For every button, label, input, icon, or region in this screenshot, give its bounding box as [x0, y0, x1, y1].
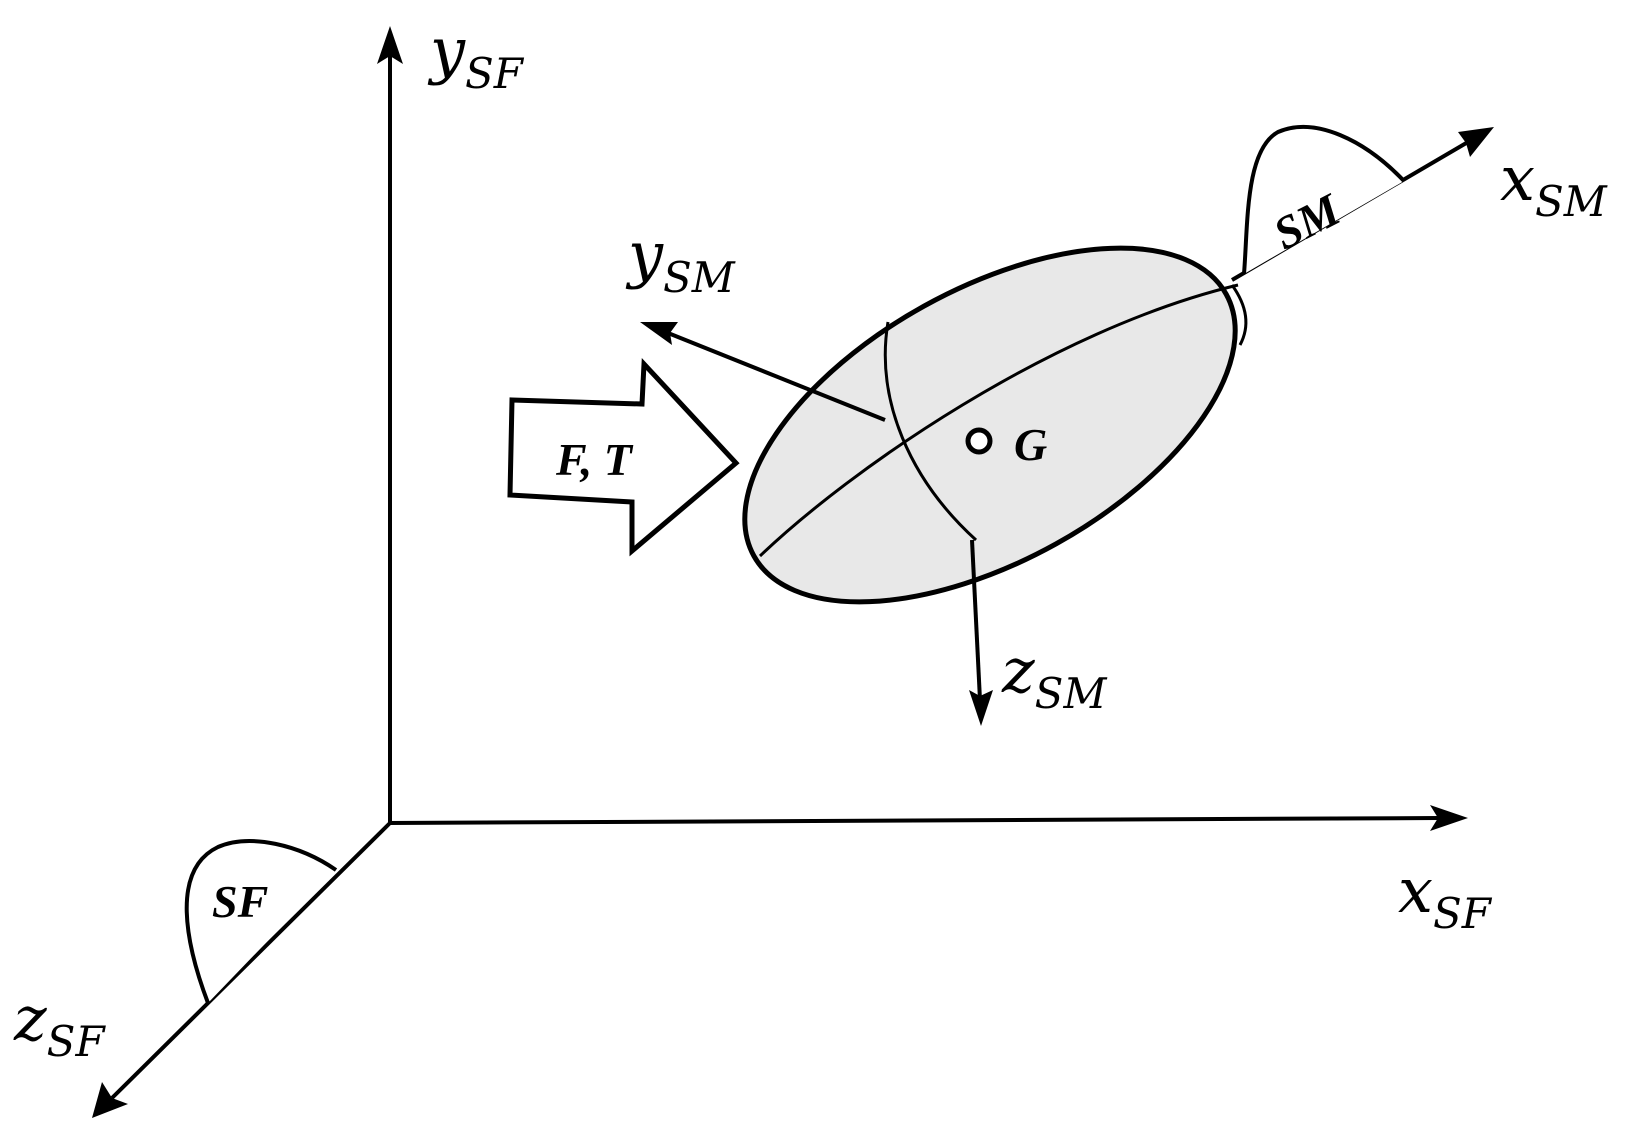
sf-frame-tag-label: SF — [212, 876, 268, 927]
sm-frame-tag — [1242, 125, 1406, 275]
sf-frame-tag — [184, 839, 338, 1004]
sm-y-arrowhead — [640, 322, 678, 345]
center-of-gravity-marker — [965, 427, 993, 455]
sf-y-axis-label: ySF — [427, 14, 525, 98]
center-of-gravity-label: G — [1014, 419, 1047, 470]
force-torque-arrow: F, T — [507, 357, 740, 557]
sm-z-axis-label: zSM — [1001, 634, 1107, 718]
sm-frame: SM G xSM ySM zSM — [625, 125, 1608, 726]
rigid-body-short-meridian — [883, 321, 978, 542]
sf-z-arrowhead — [92, 1082, 128, 1118]
rigid-body-outline — [742, 245, 1238, 605]
sf-frame: SF ySF xSF zSF — [13, 14, 1493, 1118]
sm-y-axis — [667, 331, 886, 422]
sf-z-axis — [110, 821, 392, 1100]
sf-y-arrowhead — [377, 26, 403, 64]
sm-x-axis-label: xSM — [1500, 142, 1608, 226]
sf-x-axis-label: xSF — [1398, 854, 1493, 938]
sm-z-arrowhead — [969, 690, 993, 726]
sm-z-axis — [970, 539, 982, 701]
sf-x-axis — [387, 816, 1441, 825]
force-torque-label: F, T — [555, 434, 634, 485]
force-torque-arrow-shape — [507, 357, 740, 557]
sf-z-axis-label: zSF — [13, 982, 106, 1066]
sf-x-arrowhead — [1430, 805, 1468, 831]
rigid-body — [742, 245, 1248, 605]
sm-y-axis-label: ySM — [625, 218, 736, 302]
rigid-body-rear-ridge — [1230, 284, 1248, 346]
sm-x-arrowhead — [1458, 127, 1494, 157]
rigid-body-long-meridian — [758, 283, 1239, 558]
